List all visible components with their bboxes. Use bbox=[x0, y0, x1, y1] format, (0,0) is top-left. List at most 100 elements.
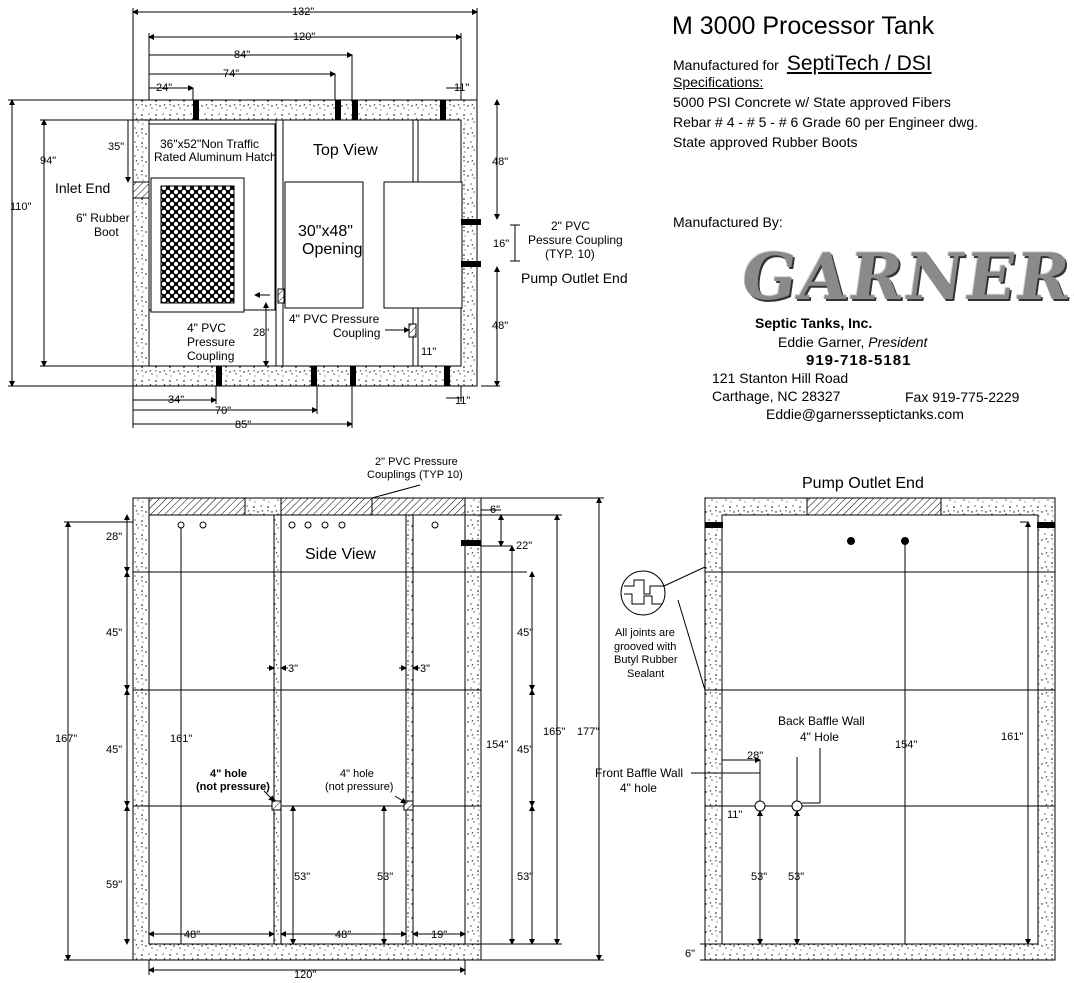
dim-34: 34" bbox=[168, 394, 184, 406]
spec-line: Rebar # 4 - # 5 - # 6 Grade 60 per Engin… bbox=[673, 114, 979, 130]
side-view bbox=[64, 484, 604, 975]
opening-label-line2: Opening bbox=[302, 241, 363, 258]
coupling-block bbox=[216, 366, 222, 386]
opening-label-line1: 30"x48" bbox=[298, 223, 353, 240]
coupling-block bbox=[335, 100, 341, 120]
spec-line: 5000 PSI Concrete w/ State approved Fibe… bbox=[673, 94, 951, 110]
dim-45-d: 45" bbox=[517, 744, 533, 756]
coupling-left-mark bbox=[277, 288, 285, 304]
manufactured-by-label: Manufactured By: bbox=[673, 214, 783, 230]
dim-6-side: 6" bbox=[490, 504, 500, 516]
end-view-labels: Pump Outlet End All joints are grooved w… bbox=[595, 475, 1023, 960]
coupling-block bbox=[352, 100, 358, 120]
back-baffle-line2: 4" Hole bbox=[800, 730, 839, 744]
dim-53-end-a: 53" bbox=[751, 871, 767, 883]
dim-177: 177" bbox=[577, 726, 599, 738]
hatch-label-line1: 36"x52"Non Traffic bbox=[160, 137, 259, 151]
company-address-line1: 121 Stanton Hill Road bbox=[712, 370, 849, 386]
president-name: Eddie Garner, bbox=[778, 334, 865, 350]
dim-48-upper: 48" bbox=[492, 156, 508, 168]
outlet-hole bbox=[847, 537, 855, 545]
top-view-title: Top View bbox=[313, 142, 378, 159]
top-view bbox=[8, 8, 520, 428]
lid-hatch-left bbox=[148, 497, 246, 516]
president-title: President bbox=[868, 334, 928, 350]
hole-left-line2: (not pressure) bbox=[196, 781, 270, 793]
side-view-title: Side View bbox=[305, 546, 376, 563]
dim-48-a: 48" bbox=[184, 929, 200, 941]
hatch-label-line2: Rated Aluminum Hatch bbox=[154, 150, 277, 164]
dim-53-end-b: 53" bbox=[788, 871, 804, 883]
dim-70: 70" bbox=[215, 405, 231, 417]
hatch-grate bbox=[160, 185, 235, 304]
company-fax: Fax 919-775-2229 bbox=[905, 389, 1020, 405]
company-address-line2: Carthage, NC 28327 bbox=[712, 388, 841, 404]
dim-19: 19" bbox=[431, 929, 447, 941]
coupling-block bbox=[440, 100, 446, 120]
dim-165: 165" bbox=[543, 726, 565, 738]
coupling-block bbox=[461, 540, 481, 546]
couplings-line1: 2" PVC Pressure bbox=[375, 456, 458, 468]
specifications-heading: Specifications: bbox=[673, 74, 764, 90]
dim-161-end: 161" bbox=[1001, 731, 1023, 743]
dim-94: 94" bbox=[40, 155, 56, 167]
coupling-block bbox=[311, 366, 317, 386]
boot-label-line2: Boot bbox=[94, 225, 119, 239]
coupling-block bbox=[705, 522, 723, 528]
coupling-left-line1: 4" PVC bbox=[187, 321, 226, 335]
company-subtitle: Septic Tanks, Inc. bbox=[755, 315, 873, 331]
joint-detail-circle bbox=[620, 570, 666, 616]
dim-6-end: 6" bbox=[685, 948, 695, 960]
joints-line2: grooved with bbox=[614, 641, 676, 653]
dim-11-end: 11" bbox=[727, 809, 742, 821]
end-view bbox=[620, 497, 1056, 961]
tank-interior-end bbox=[721, 514, 1039, 945]
opening-right bbox=[383, 181, 463, 309]
baffle-back-side bbox=[405, 514, 414, 945]
dim-154-end: 154" bbox=[895, 739, 917, 751]
dim-120: 120" bbox=[293, 31, 315, 43]
side-view-labels: Side View 2" PVC Pressure Couplings (TYP… bbox=[55, 456, 599, 981]
dim-85: 85" bbox=[235, 419, 251, 431]
joint-groove-profile bbox=[624, 579, 664, 605]
dim-84: 84" bbox=[234, 49, 250, 61]
dim-53-a: 53" bbox=[294, 871, 310, 883]
client-name: SeptiTech / DSI bbox=[786, 52, 932, 75]
boot-label-line1: 6" Rubber bbox=[76, 211, 130, 225]
company-phone: 919-718-5181 bbox=[806, 352, 912, 369]
dim-16: 16" bbox=[493, 238, 509, 250]
dim-110: 110" bbox=[10, 201, 32, 213]
end-view-title: Pump Outlet End bbox=[802, 475, 924, 492]
coupling-block bbox=[444, 366, 450, 386]
dim-45-a: 45" bbox=[106, 627, 122, 639]
baffle-front-side bbox=[273, 514, 282, 945]
inlet-end-label: Inlet End bbox=[55, 180, 110, 196]
dim-24: 24" bbox=[156, 82, 172, 94]
joints-line4: Sealant bbox=[627, 668, 664, 680]
joints-line3: Butyl Rubber bbox=[614, 654, 678, 666]
hole-right-line2: (not pressure) bbox=[325, 781, 393, 793]
coupling-block bbox=[193, 100, 199, 120]
dim-45-b: 45" bbox=[106, 744, 122, 756]
dim-28-side: 28" bbox=[106, 531, 122, 543]
top-view-labels: 132" 120" 84" 74" 24" 11" 110" 94" 35" 4… bbox=[10, 6, 628, 431]
dim-45-c: 45" bbox=[517, 627, 533, 639]
coupling-block bbox=[1037, 522, 1055, 528]
coupling-block bbox=[350, 366, 356, 386]
coupling-mid-line1: 4" PVC Pressure bbox=[289, 312, 380, 326]
front-baffle-hole bbox=[754, 800, 766, 812]
company-president: Eddie Garner, President bbox=[778, 334, 927, 350]
dim-53-b: 53" bbox=[377, 871, 393, 883]
coupling-mid-line2: Coupling bbox=[333, 326, 380, 340]
dim-22: 22" bbox=[516, 540, 532, 552]
pvc-right-line1: 2" PVC bbox=[551, 219, 590, 233]
front-baffle-line2: 4" hole bbox=[620, 781, 657, 795]
hole-right-mark bbox=[403, 800, 414, 811]
dim-161-side: 161" bbox=[170, 733, 192, 745]
hole-left-line1: 4" hole bbox=[210, 768, 247, 780]
joints-line1: All joints are bbox=[615, 627, 675, 639]
lid-hatch-mid bbox=[280, 497, 466, 516]
coupling-mid-mark bbox=[408, 323, 417, 338]
dim-11-bottom: 11" bbox=[455, 395, 470, 407]
spec-line: State approved Rubber Boots bbox=[673, 134, 858, 150]
